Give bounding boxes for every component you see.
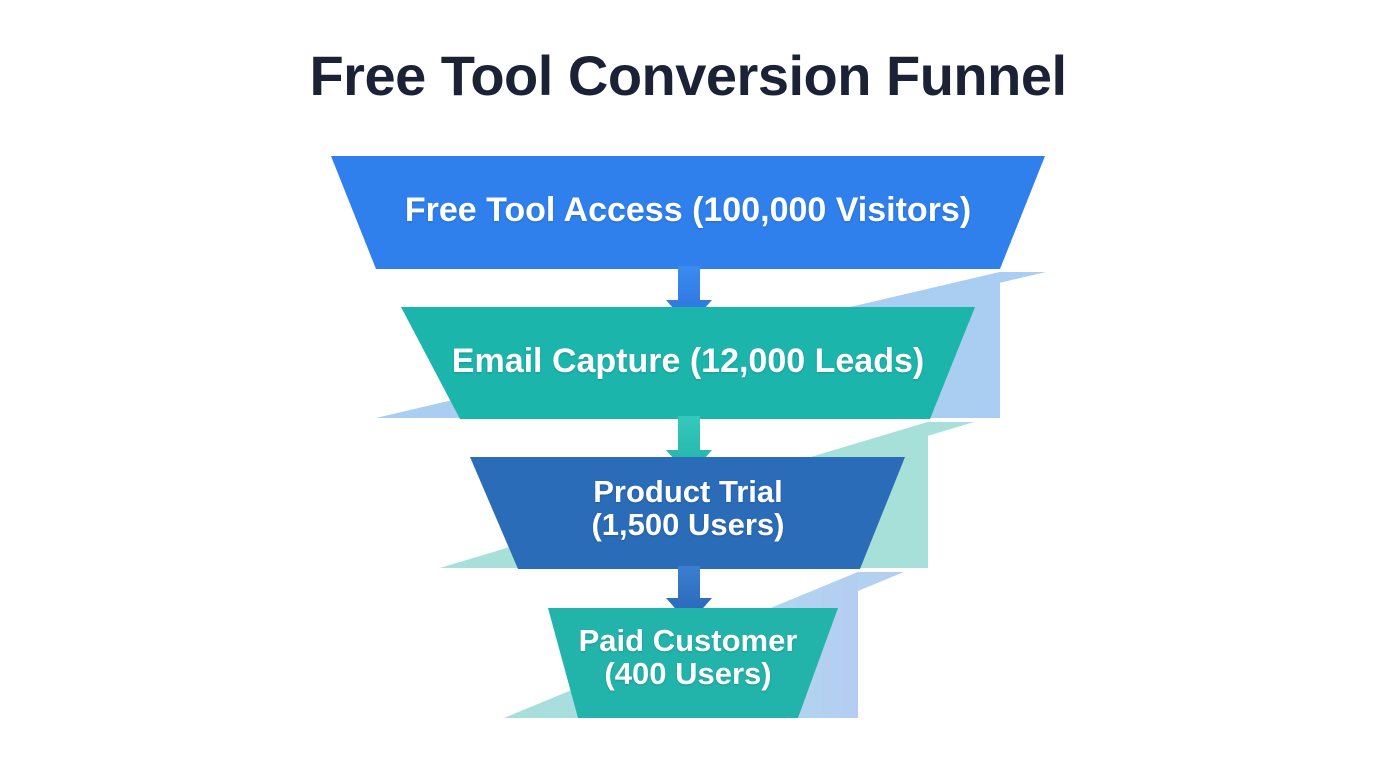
funnel-stage-1-shape[interactable] — [331, 156, 1045, 269]
funnel-stage-4-shape[interactable] — [548, 608, 838, 718]
funnel-stage-2-shape[interactable] — [401, 307, 975, 419]
funnel-stage-4-label: Paid Customer (400 Users) — [578, 623, 798, 692]
funnel-stage-3-shape[interactable] — [470, 457, 905, 569]
funnel-stage-2-label: Email Capture (12,000 Leads) — [451, 342, 925, 380]
funnel-stage-3-label: Product Trial (1,500 Users) — [591, 474, 785, 543]
funnel-stage-1-label: Free Tool Access (100,000 Visitors) — [404, 191, 972, 229]
page-title: Free Tool Conversion Funnel — [309, 44, 1067, 107]
